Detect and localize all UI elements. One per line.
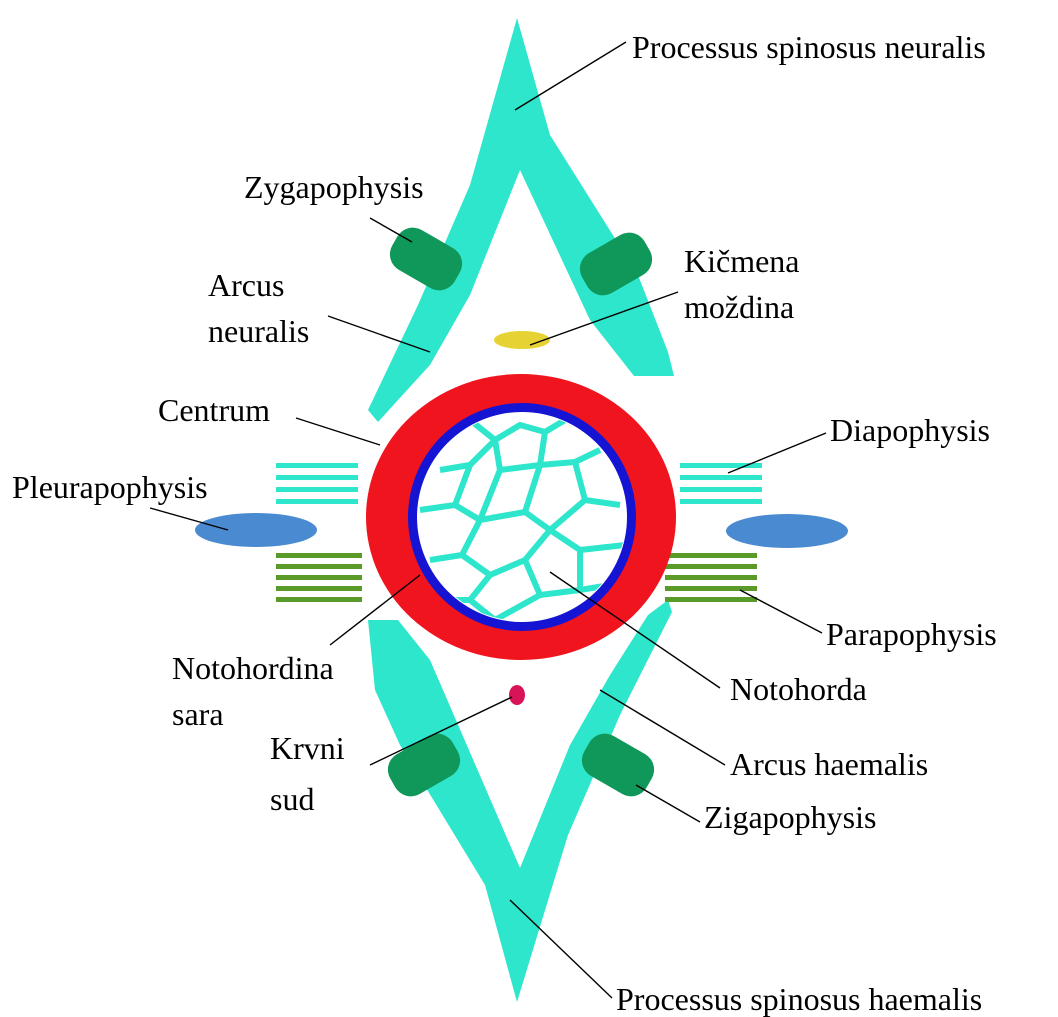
label-kicmena-line1: Kičmena <box>684 243 800 279</box>
pleurapophysis-right <box>726 514 848 548</box>
leader-parapophysis <box>740 590 822 633</box>
leader-centrum <box>296 418 380 445</box>
label-zigapophysis: Zigapophysis <box>704 799 876 835</box>
parapophysis-right <box>665 553 757 602</box>
label-zygapophysis: Zygapophysis <box>244 169 424 205</box>
label-arcus-neuralis-line1: Arcus <box>208 267 284 303</box>
leader-diapophysis <box>728 433 826 473</box>
label-arcus-haemalis: Arcus haemalis <box>730 746 928 782</box>
label-krvni-line1: Krvni <box>270 730 345 766</box>
notochord <box>417 412 627 622</box>
label-processus-spinosus-haemalis: Processus spinosus haemalis <box>616 981 982 1017</box>
label-diapophysis: Diapophysis <box>830 412 990 448</box>
label-processus-spinosus-neuralis: Processus spinosus neuralis <box>632 29 986 65</box>
leader-zigapophysis <box>636 785 700 822</box>
label-notohorda: Notohorda <box>730 671 867 707</box>
spinal-cord <box>494 331 550 349</box>
label-arcus-neuralis-line2: neuralis <box>208 313 309 349</box>
label-krvni-line2: sud <box>270 781 314 817</box>
label-kicmena-line2: moždina <box>684 289 794 325</box>
blood-vessel <box>509 685 525 705</box>
label-parapophysis: Parapophysis <box>826 616 997 652</box>
haemal-arch <box>368 600 672 1002</box>
neural-arch <box>368 18 674 422</box>
pleurapophysis-left <box>195 513 317 547</box>
diapophysis-right <box>680 463 762 504</box>
label-notohordina-line2: sara <box>172 696 224 732</box>
label-notohordina-line1: Notohordina <box>172 650 334 686</box>
label-centrum: Centrum <box>158 392 270 428</box>
label-pleurapophysis: Pleurapophysis <box>12 469 208 505</box>
parapophysis-left <box>276 553 362 602</box>
diapophysis-left <box>276 463 358 504</box>
